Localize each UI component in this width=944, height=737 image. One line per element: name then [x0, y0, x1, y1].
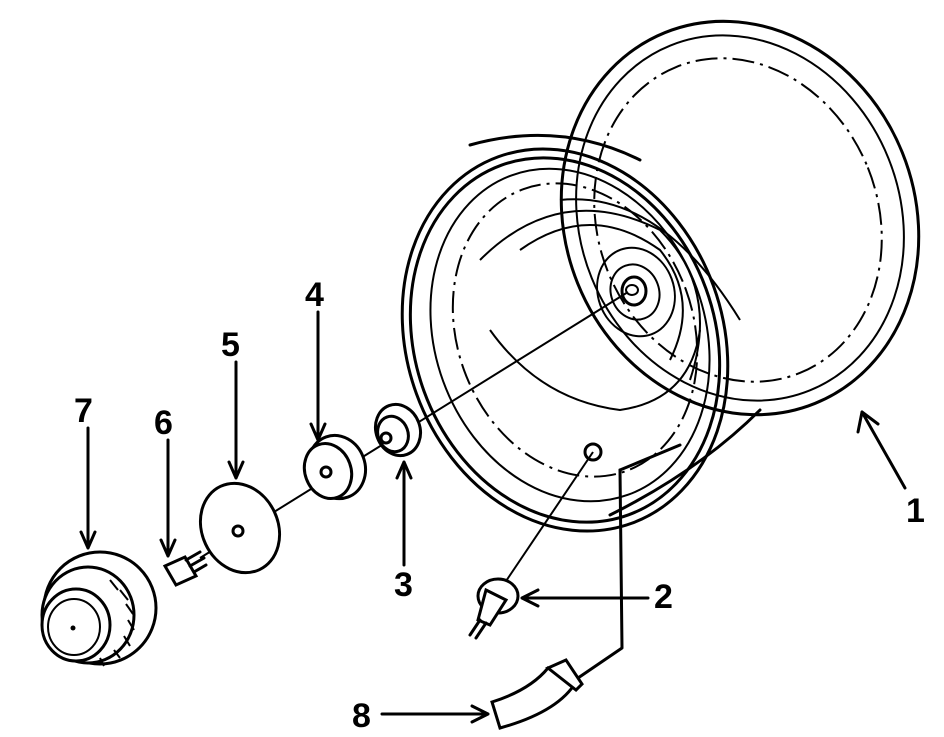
bolt-thread	[184, 550, 208, 574]
arrow-6	[159, 438, 177, 558]
arrow-7	[79, 426, 97, 550]
valve-guide-line	[499, 451, 594, 591]
front-rim-dash	[451, 182, 699, 478]
valve-extension	[490, 443, 682, 730]
rear-rim-outer	[559, 19, 921, 417]
arrow-8	[380, 704, 490, 724]
callout-2: 2	[654, 578, 673, 616]
hub-outer	[596, 246, 676, 338]
callout-8: 8	[352, 697, 371, 735]
rear-rim-inner	[575, 34, 905, 402]
callout-5: 5	[221, 326, 240, 364]
callout-4: 4	[305, 276, 324, 314]
cap-centre-dot	[70, 625, 76, 631]
rear-rim-dash	[593, 57, 883, 383]
callout-3: 3	[394, 566, 413, 604]
washer-hole	[231, 524, 245, 538]
callout-6: 6	[154, 404, 173, 442]
callout-7: 7	[74, 392, 93, 430]
extension-path	[576, 468, 624, 680]
arrow-3	[395, 460, 413, 567]
callout-1: 1	[906, 492, 925, 530]
callout-arrows	[79, 310, 907, 724]
hub-mid	[609, 263, 661, 321]
cap-knurl-lines	[99, 579, 135, 667]
arrow-4	[309, 310, 327, 442]
bolt	[162, 550, 208, 587]
valve-tip	[468, 618, 488, 640]
bearing-bore	[379, 431, 393, 445]
hub-bore	[625, 284, 639, 296]
arrow-5	[227, 360, 245, 480]
arrow-1	[856, 410, 907, 490]
front-rim-outer	[400, 147, 730, 533]
dish-contour-2	[519, 224, 684, 361]
drum-mid-line	[559, 198, 741, 321]
extension-bend	[618, 443, 682, 472]
cap-face-inner	[47, 598, 101, 656]
dish-contour-1	[479, 209, 701, 381]
dish-contour-3	[489, 329, 701, 412]
valve-stem	[468, 451, 594, 640]
valve-body	[476, 587, 509, 627]
drum-top-line	[468, 133, 642, 162]
washer-plate	[198, 481, 282, 575]
flanged-spacer	[302, 433, 367, 501]
spacer-bore	[319, 465, 333, 479]
bolt-body	[162, 555, 199, 587]
arrow-2	[520, 588, 650, 608]
extension-fitting	[545, 658, 584, 693]
hub-inner	[620, 275, 648, 307]
front-rim-lip	[408, 156, 722, 524]
drum-bottom-line	[608, 408, 762, 517]
hub-cap	[40, 550, 158, 667]
bearing	[373, 402, 423, 458]
wheel-rim	[400, 19, 921, 533]
front-rim-inner	[429, 167, 711, 503]
